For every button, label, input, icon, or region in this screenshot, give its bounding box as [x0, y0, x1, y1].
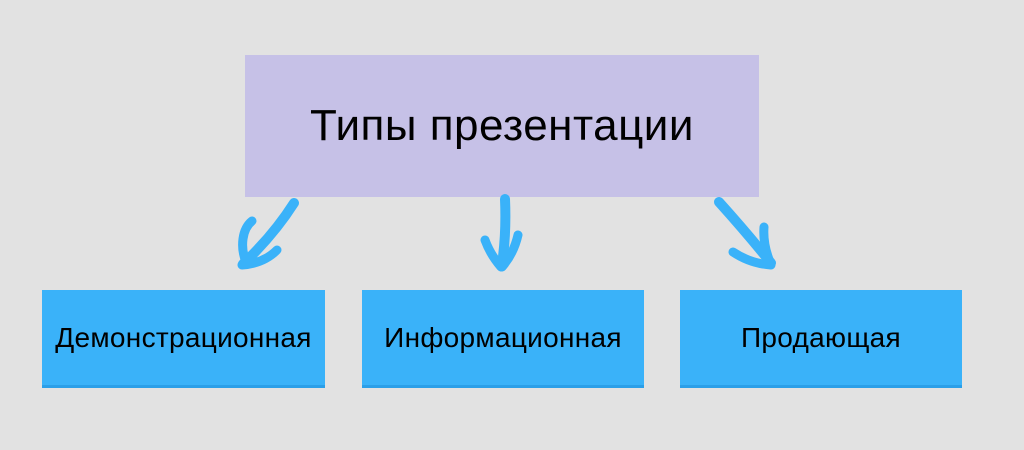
- node-label: Информационная: [384, 321, 622, 353]
- node-demonstracionnaya: Демонстрационная: [42, 290, 325, 388]
- node-informacionnaya: Информационная: [362, 290, 644, 388]
- title-text: Типы презентации: [310, 101, 694, 150]
- arrow-down-left-icon: [237, 198, 299, 270]
- node-prodayushchaya: Продающая: [680, 290, 962, 388]
- title-box: Типы презентации: [245, 55, 759, 197]
- node-label: Демонстрационная: [55, 321, 312, 353]
- arrow-down-right-icon: [714, 197, 776, 270]
- node-label: Продающая: [740, 321, 902, 353]
- arrow-down-icon: [480, 194, 523, 272]
